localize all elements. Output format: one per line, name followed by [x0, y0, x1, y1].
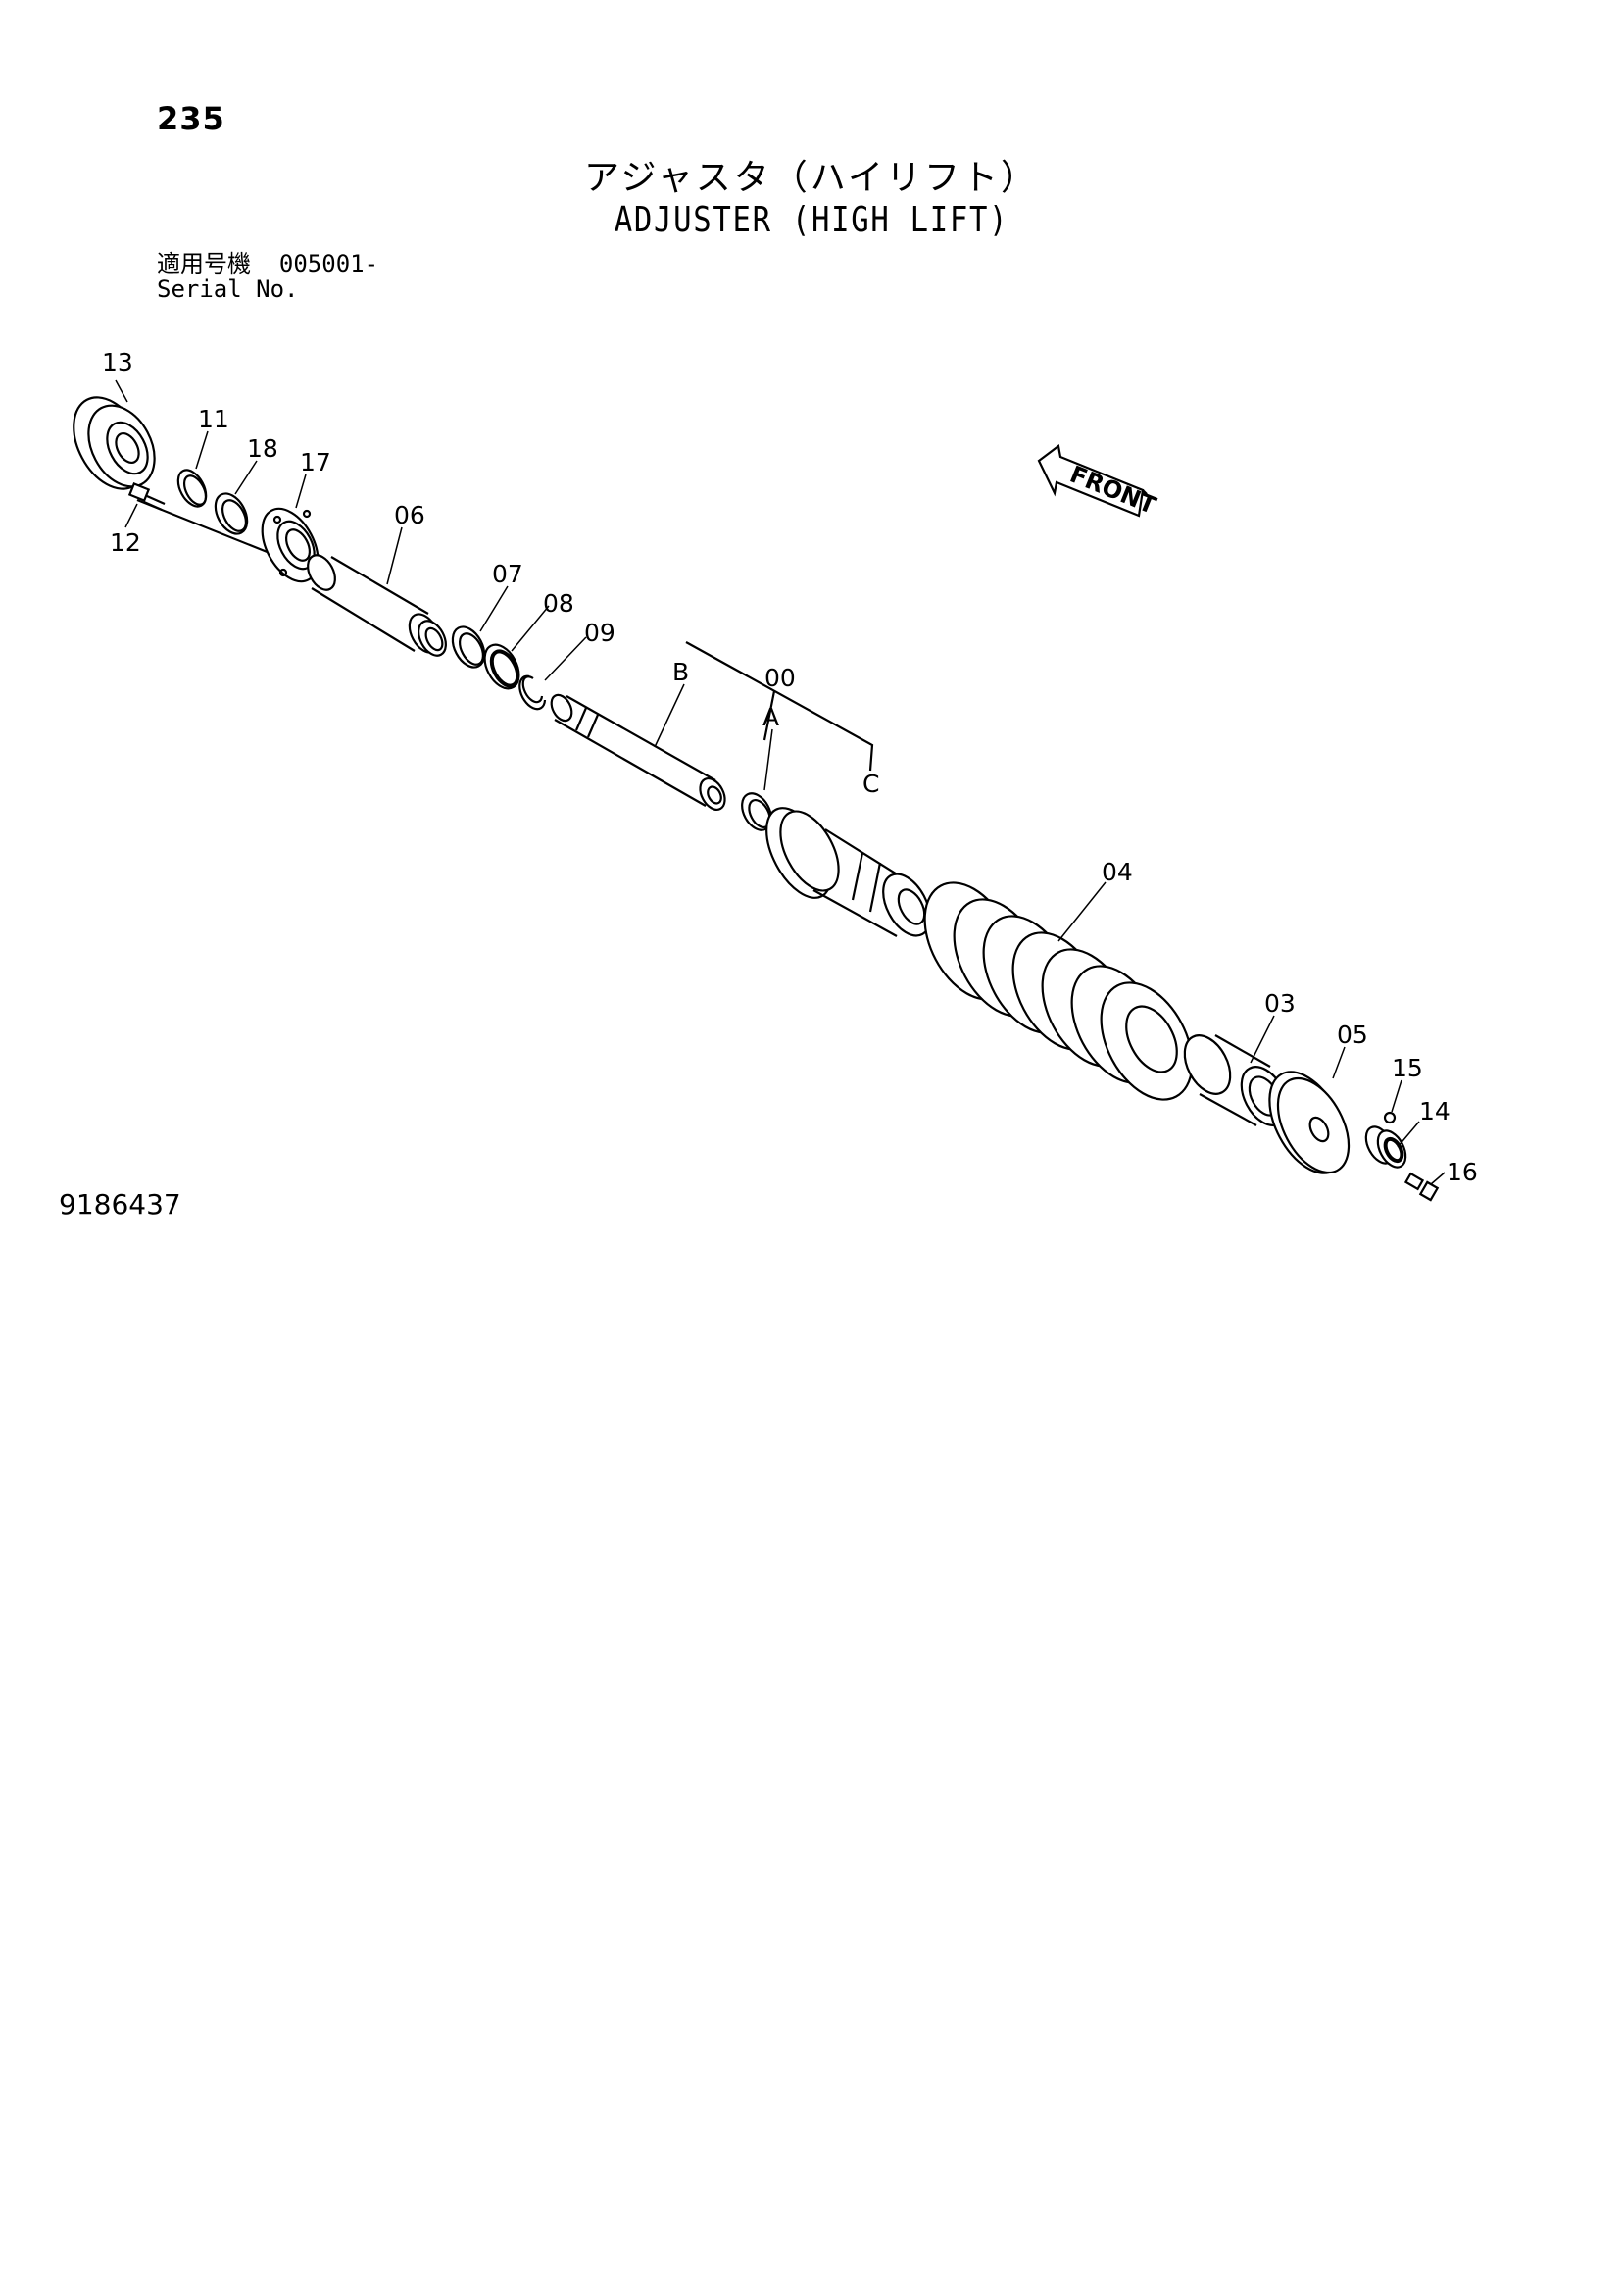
callout-14: 14 — [1419, 1097, 1451, 1125]
part-C-cylinder — [765, 807, 931, 937]
serial-from: 005001- — [278, 250, 379, 277]
callout-04: 04 — [1102, 858, 1133, 886]
callout-15: 15 — [1392, 1054, 1423, 1082]
callout-12: 12 — [110, 528, 141, 557]
callout-07: 07 — [492, 560, 523, 588]
part-06-cylinder — [307, 554, 447, 657]
callout-09: 09 — [584, 619, 615, 647]
part-07-ring — [451, 625, 486, 669]
callout-05: 05 — [1337, 1021, 1368, 1049]
callout-16: 16 — [1447, 1158, 1478, 1186]
page-title-english: ADJUSTER (HIGH LIFT) — [614, 200, 1009, 240]
part-08-seal — [483, 643, 520, 690]
page-title-japanese: アジャスタ（ハイリフト） — [583, 158, 1040, 198]
callout-11: 11 — [198, 405, 229, 433]
part-04-spring — [923, 881, 1194, 1101]
callout-06: 06 — [394, 501, 425, 529]
part-09-snap-ring — [518, 674, 547, 711]
serial-applicability: 適用号機 005001- Serial No. — [157, 251, 378, 302]
serial-label-english: Serial No. — [157, 275, 299, 303]
part-15-fitting — [1383, 1111, 1397, 1124]
part-12-bolt — [127, 482, 166, 512]
assembly-00-bracket — [685, 641, 874, 772]
part-13-cover — [73, 396, 156, 490]
front-label: FRONT — [1066, 461, 1160, 521]
callout-00: 00 — [764, 664, 796, 692]
part-11-ring — [176, 469, 208, 508]
callout-A: A — [762, 703, 779, 731]
page-number: 235 — [157, 100, 225, 137]
part-B-rod — [550, 693, 726, 811]
callout-17: 17 — [300, 448, 331, 476]
part-16-nipple — [1403, 1172, 1440, 1202]
front-direction-arrow — [1037, 444, 1148, 518]
callout-08: 08 — [543, 589, 574, 618]
part-14-valve — [1364, 1125, 1407, 1169]
callout-C: C — [862, 770, 879, 798]
part-17-flange — [261, 507, 320, 583]
callout-18: 18 — [247, 434, 278, 463]
drawing-number: 9186437 — [59, 1188, 181, 1221]
serial-label-japanese: 適用号機 — [157, 250, 251, 277]
callout-B: B — [672, 658, 689, 686]
part-05-plate — [1268, 1071, 1351, 1174]
part-18-ring — [214, 492, 249, 535]
callout-13: 13 — [102, 348, 133, 376]
callout-03: 03 — [1264, 989, 1296, 1018]
